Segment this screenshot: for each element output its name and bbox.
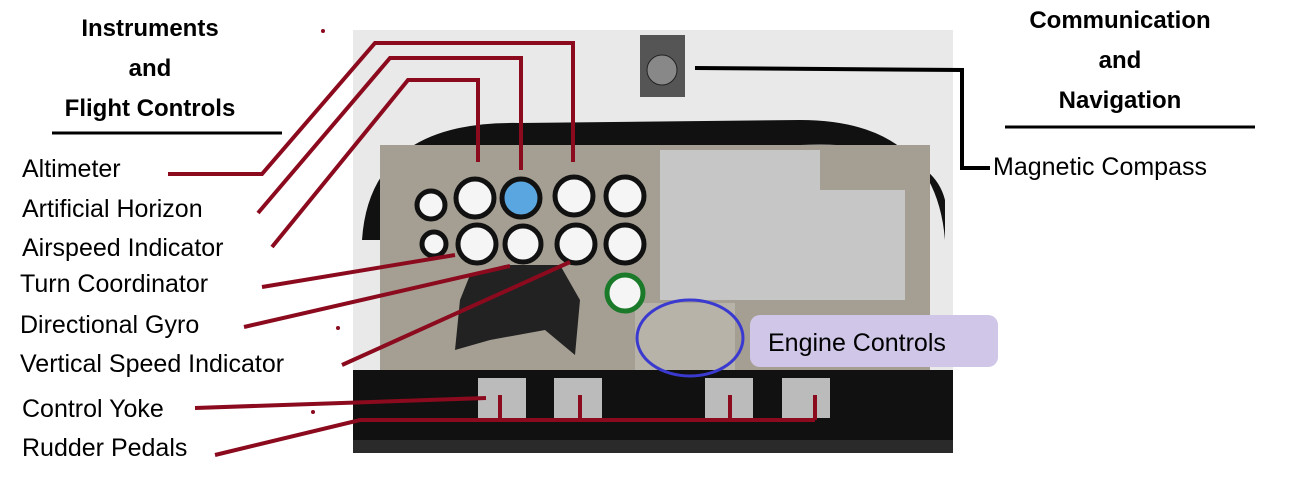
engine-controls-callout: Engine Controls	[750, 315, 998, 367]
label-artificial-horizon: Artificial Horizon	[22, 195, 203, 223]
header-line: and	[128, 55, 172, 82]
label-directional-gyro: Directional Gyro	[20, 311, 200, 339]
header-line: Communication	[1029, 7, 1211, 34]
glare-shield	[362, 120, 945, 240]
floor	[353, 370, 953, 440]
compass-leader	[694, 66, 990, 170]
yoke	[455, 265, 580, 355]
label-magnetic-compass: Magnetic Compass	[993, 153, 1207, 181]
label-altimeter: Altimeter	[22, 155, 121, 183]
right-header: Communication and Navigation	[1000, 1, 1240, 121]
label-control-yoke: Control Yoke	[22, 395, 164, 423]
label-rudder-pedals: Rudder Pedals	[22, 434, 188, 462]
leader-lines	[168, 41, 817, 457]
header-line: Navigation	[1058, 87, 1182, 114]
engine-controls-ring	[635, 298, 745, 378]
header-line: Flight Controls	[64, 95, 236, 122]
left-header: Instruments and Flight Controls	[40, 9, 260, 129]
label-airspeed-indicator: Airspeed Indicator	[22, 234, 224, 262]
label-vertical-speed-indicator: Vertical Speed Indicator	[20, 350, 285, 378]
panel-blank-area	[660, 150, 905, 300]
label-engine-controls: Engine Controls	[768, 329, 946, 357]
label-turn-coordinator: Turn Coordinator	[20, 270, 209, 298]
header-line: Instruments	[81, 15, 219, 42]
compass-face	[646, 54, 678, 86]
header-line: and	[1098, 47, 1142, 74]
